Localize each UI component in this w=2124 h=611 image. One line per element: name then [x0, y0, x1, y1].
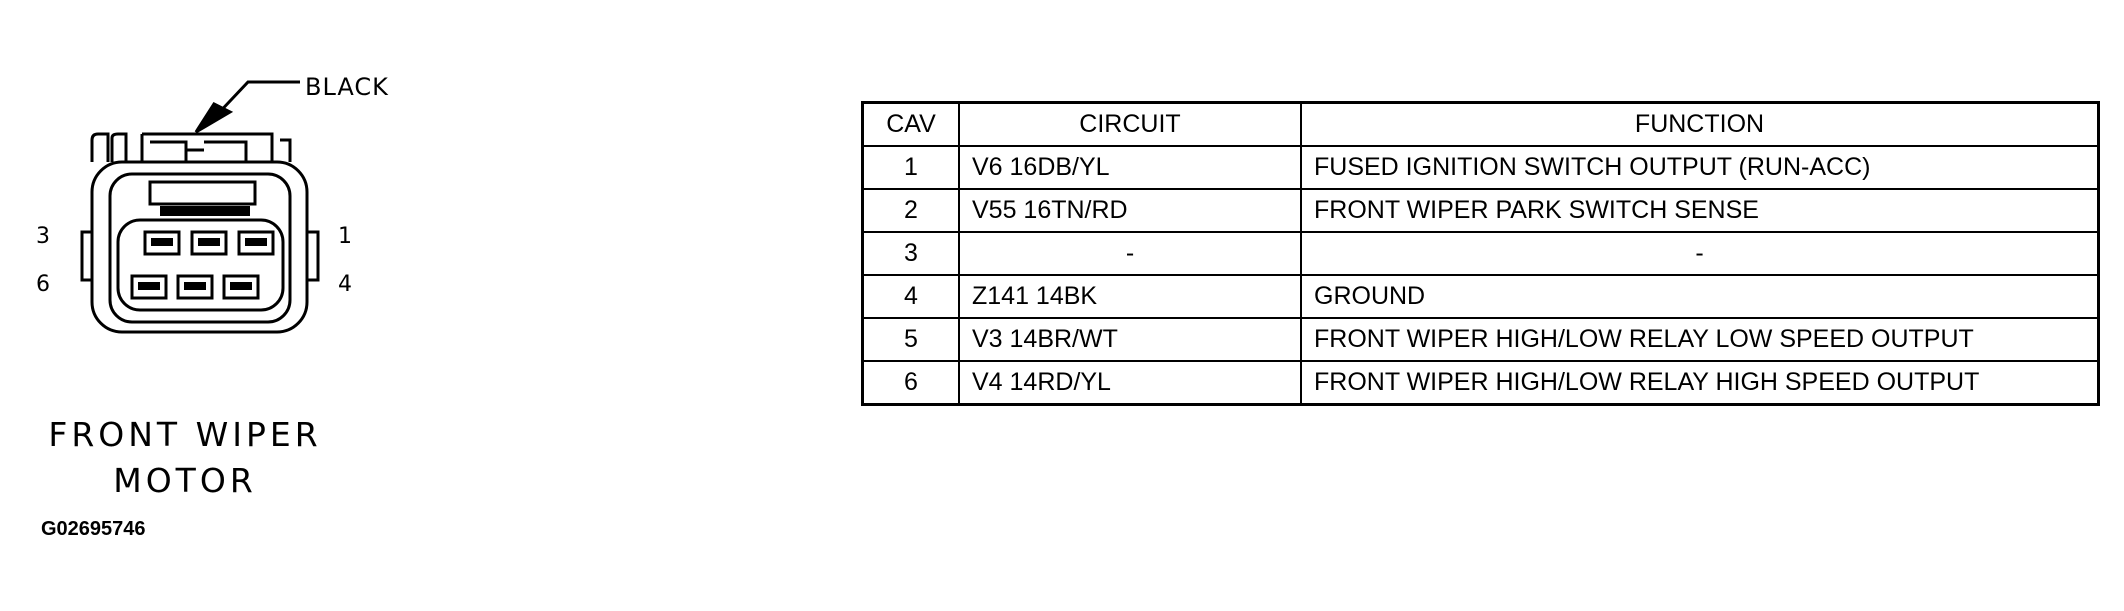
connector-lock-bar: [148, 180, 257, 206]
cavity-label-left-top: 3: [36, 224, 50, 249]
function-cell: FRONT WIPER HIGH/LOW RELAY LOW SPEED OUT…: [1300, 317, 2100, 362]
cavity-1: [237, 230, 275, 256]
function-cell: FRONT WIPER HIGH/LOW RELAY HIGH SPEED OU…: [1300, 360, 2100, 406]
circuit-cell: -: [958, 231, 1302, 276]
circuit-cell: V4 14RD/YL: [958, 360, 1302, 406]
cav-cell: 3: [861, 231, 960, 276]
cavity-6: [130, 274, 168, 300]
header-circuit: CIRCUIT: [958, 101, 1302, 147]
function-cell: FRONT WIPER PARK SWITCH SENSE: [1300, 188, 2100, 233]
connector-color-label: BLACK: [305, 73, 389, 101]
connector-face-diagram: [80, 80, 320, 334]
table-row: 1 V6 16DB/YL FUSED IGNITION SWITCH OUTPU…: [861, 145, 2100, 190]
cav-cell: 2: [861, 188, 960, 233]
table-row: 3 - -: [861, 231, 2100, 276]
table-row: 5 V3 14BR/WT FRONT WIPER HIGH/LOW RELAY …: [861, 317, 2100, 362]
cav-cell: 5: [861, 317, 960, 362]
connector-outer-shell: [90, 160, 309, 334]
table-row: 6 V4 14RD/YL FRONT WIPER HIGH/LOW RELAY …: [861, 360, 2100, 406]
header-function: FUNCTION: [1300, 101, 2100, 147]
part-name-line-1: FRONT WIPER: [48, 415, 322, 454]
table-header-row: CAV CIRCUIT FUNCTION: [861, 101, 2100, 147]
cavity-4: [222, 274, 260, 300]
figure-id: G02695746: [41, 518, 146, 540]
function-cell: -: [1300, 231, 2100, 276]
cavity-5: [176, 274, 214, 300]
circuit-cell: Z141 14BK: [958, 274, 1302, 319]
cavity-block: [116, 218, 285, 312]
color-leader-arrow: [194, 102, 234, 134]
cavity-label-left-bottom: 6: [36, 272, 50, 297]
cavity-2: [190, 230, 228, 256]
cavity-3: [143, 230, 181, 256]
color-leader-line: [212, 80, 300, 120]
cavity-label-right-top: 1: [338, 224, 352, 249]
connector-left-ear: [80, 230, 92, 282]
circuit-cell: V6 16DB/YL: [958, 145, 1302, 190]
table-row: 4 Z141 14BK GROUND: [861, 274, 2100, 319]
part-name-line-2: MOTOR: [113, 461, 257, 500]
connector-latch: [90, 132, 292, 162]
function-cell: GROUND: [1300, 274, 2100, 319]
cav-cell: 1: [861, 145, 960, 190]
connector-inner-shell: [108, 172, 292, 324]
header-cav: CAV: [861, 101, 960, 147]
table-row: 2 V55 16TN/RD FRONT WIPER PARK SWITCH SE…: [861, 188, 2100, 233]
circuit-cell: V3 14BR/WT: [958, 317, 1302, 362]
cav-cell: 6: [861, 360, 960, 406]
circuit-cell: V55 16TN/RD: [958, 188, 1302, 233]
cav-cell: 4: [861, 274, 960, 319]
cavity-label-right-bottom: 4: [338, 272, 352, 297]
connector-right-ear: [307, 230, 320, 282]
function-cell: FUSED IGNITION SWITCH OUTPUT (RUN-ACC): [1300, 145, 2100, 190]
part-name: FRONT WIPER MOTOR: [40, 412, 330, 504]
pinout-table: CAV CIRCUIT FUNCTION 1 V6 16DB/YL FUSED …: [861, 101, 2100, 406]
